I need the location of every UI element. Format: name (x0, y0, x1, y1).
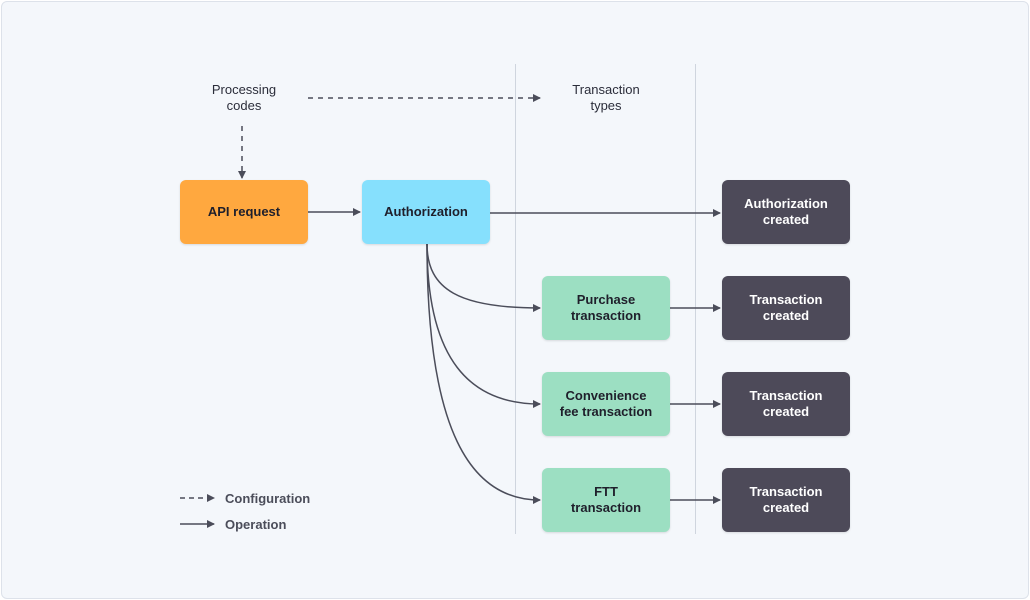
curve-to-ftt (426, 243, 541, 504)
transaction-types-label: Transaction types (572, 82, 640, 113)
convenience-fee-transaction-node: Convenience fee transaction (542, 372, 670, 436)
authorization-created-node: Authorization created (722, 180, 850, 244)
api-request-node: API request (180, 180, 308, 244)
column-divider (515, 64, 516, 534)
transaction-created-label: Transaction created (749, 388, 823, 419)
purchase-transaction-node: Purchase transaction (542, 276, 670, 340)
column-divider (695, 64, 696, 534)
transaction-created-node-1: Transaction created (722, 276, 850, 340)
processing-codes-label: Processing codes (211, 82, 277, 113)
legend-operation-label: Operation (225, 517, 287, 532)
transaction-created-label: Transaction created (749, 292, 823, 323)
api-request-label: API request (207, 204, 281, 219)
transaction-created-node-3: Transaction created (722, 468, 850, 532)
authorization-node: Authorization (362, 180, 490, 244)
authorization-created-label: Authorization created (744, 196, 828, 227)
ftt-transaction-node: FTT transaction (542, 468, 670, 532)
convenience-fee-transaction-label: Convenience fee transaction (559, 388, 653, 419)
purchase-transaction-label: Purchase transaction (570, 292, 642, 323)
ftt-transaction-label: FTT transaction (570, 484, 642, 515)
transaction-created-label: Transaction created (749, 484, 823, 515)
legend-configuration-label: Configuration (225, 491, 311, 506)
curve-to-convenience (426, 243, 541, 408)
authorization-label: Authorization (384, 204, 468, 219)
transaction-created-node-2: Transaction created (722, 372, 850, 436)
curve-to-purchase (426, 243, 541, 312)
